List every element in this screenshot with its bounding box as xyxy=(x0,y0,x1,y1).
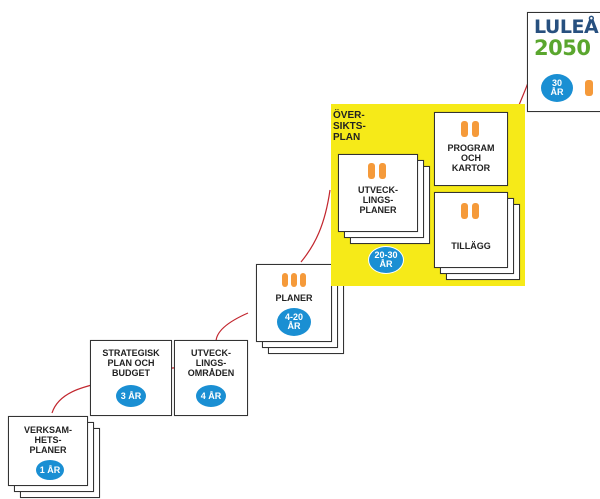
stage-label: VERKSAM- HETS- PLANER xyxy=(23,425,72,455)
duration-badge: 4 ÅR xyxy=(195,384,227,408)
utvecklingsplaner-label: UTVECK- LINGS- PLANER xyxy=(358,185,398,215)
stage-label: UTVECK- LINGS- OMRÅDEN xyxy=(187,348,235,378)
orange-bar-icon xyxy=(379,163,386,179)
stage-card: STRATEGISK PLAN OCH BUDGET 3 ÅR xyxy=(90,340,172,416)
lulea-2050-card: LULEÅ 2050 30 ÅR xyxy=(527,12,600,112)
stage-card: UTVECK- LINGS- OMRÅDEN 4 ÅR xyxy=(174,340,248,416)
logo-2050: 2050 xyxy=(534,36,591,60)
orange-bar-icon xyxy=(291,273,297,287)
duration-badge: 30 ÅR xyxy=(540,73,574,103)
program-och-kartor-label: PROGRAM OCH KARTOR xyxy=(447,143,495,173)
orange-bar-icon xyxy=(472,121,479,137)
duration-badge: 20-30 ÅR xyxy=(368,246,404,274)
duration-badge: 4-20 ÅR xyxy=(276,307,312,337)
orange-bar-icon xyxy=(461,203,468,219)
orange-bar-icon xyxy=(282,273,288,287)
program-och-kartor-card: PROGRAM OCH KARTOR xyxy=(434,112,508,186)
connector-3-4 xyxy=(215,312,249,343)
stage-card: PLANER 4-20 ÅR xyxy=(256,264,332,342)
utvecklingsplaner-card: UTVECK- LINGS- PLANER xyxy=(338,154,418,232)
stage-label: PLANER xyxy=(275,293,313,303)
duration-badge: 3 ÅR xyxy=(115,384,147,408)
tillagg-label: TILLÄGG xyxy=(451,241,491,251)
orange-bar-icon xyxy=(368,163,375,179)
stage-card: VERKSAM- HETS- PLANER 1 ÅR xyxy=(8,416,88,486)
tillagg-card: TILLÄGG xyxy=(434,192,508,268)
oversiktsplan-title: ÖVER- SIKTS- PLAN xyxy=(333,110,366,143)
orange-bar-icon xyxy=(472,203,479,219)
orange-bar-icon xyxy=(461,121,468,137)
duration-badge: 1 ÅR xyxy=(35,459,65,481)
connector-4-5 xyxy=(300,189,331,263)
logo-lulea: LULEÅ xyxy=(534,16,599,38)
orange-bar-icon xyxy=(585,80,593,96)
stage-label: STRATEGISK PLAN OCH BUDGET xyxy=(102,348,160,378)
orange-bar-icon xyxy=(300,273,306,287)
